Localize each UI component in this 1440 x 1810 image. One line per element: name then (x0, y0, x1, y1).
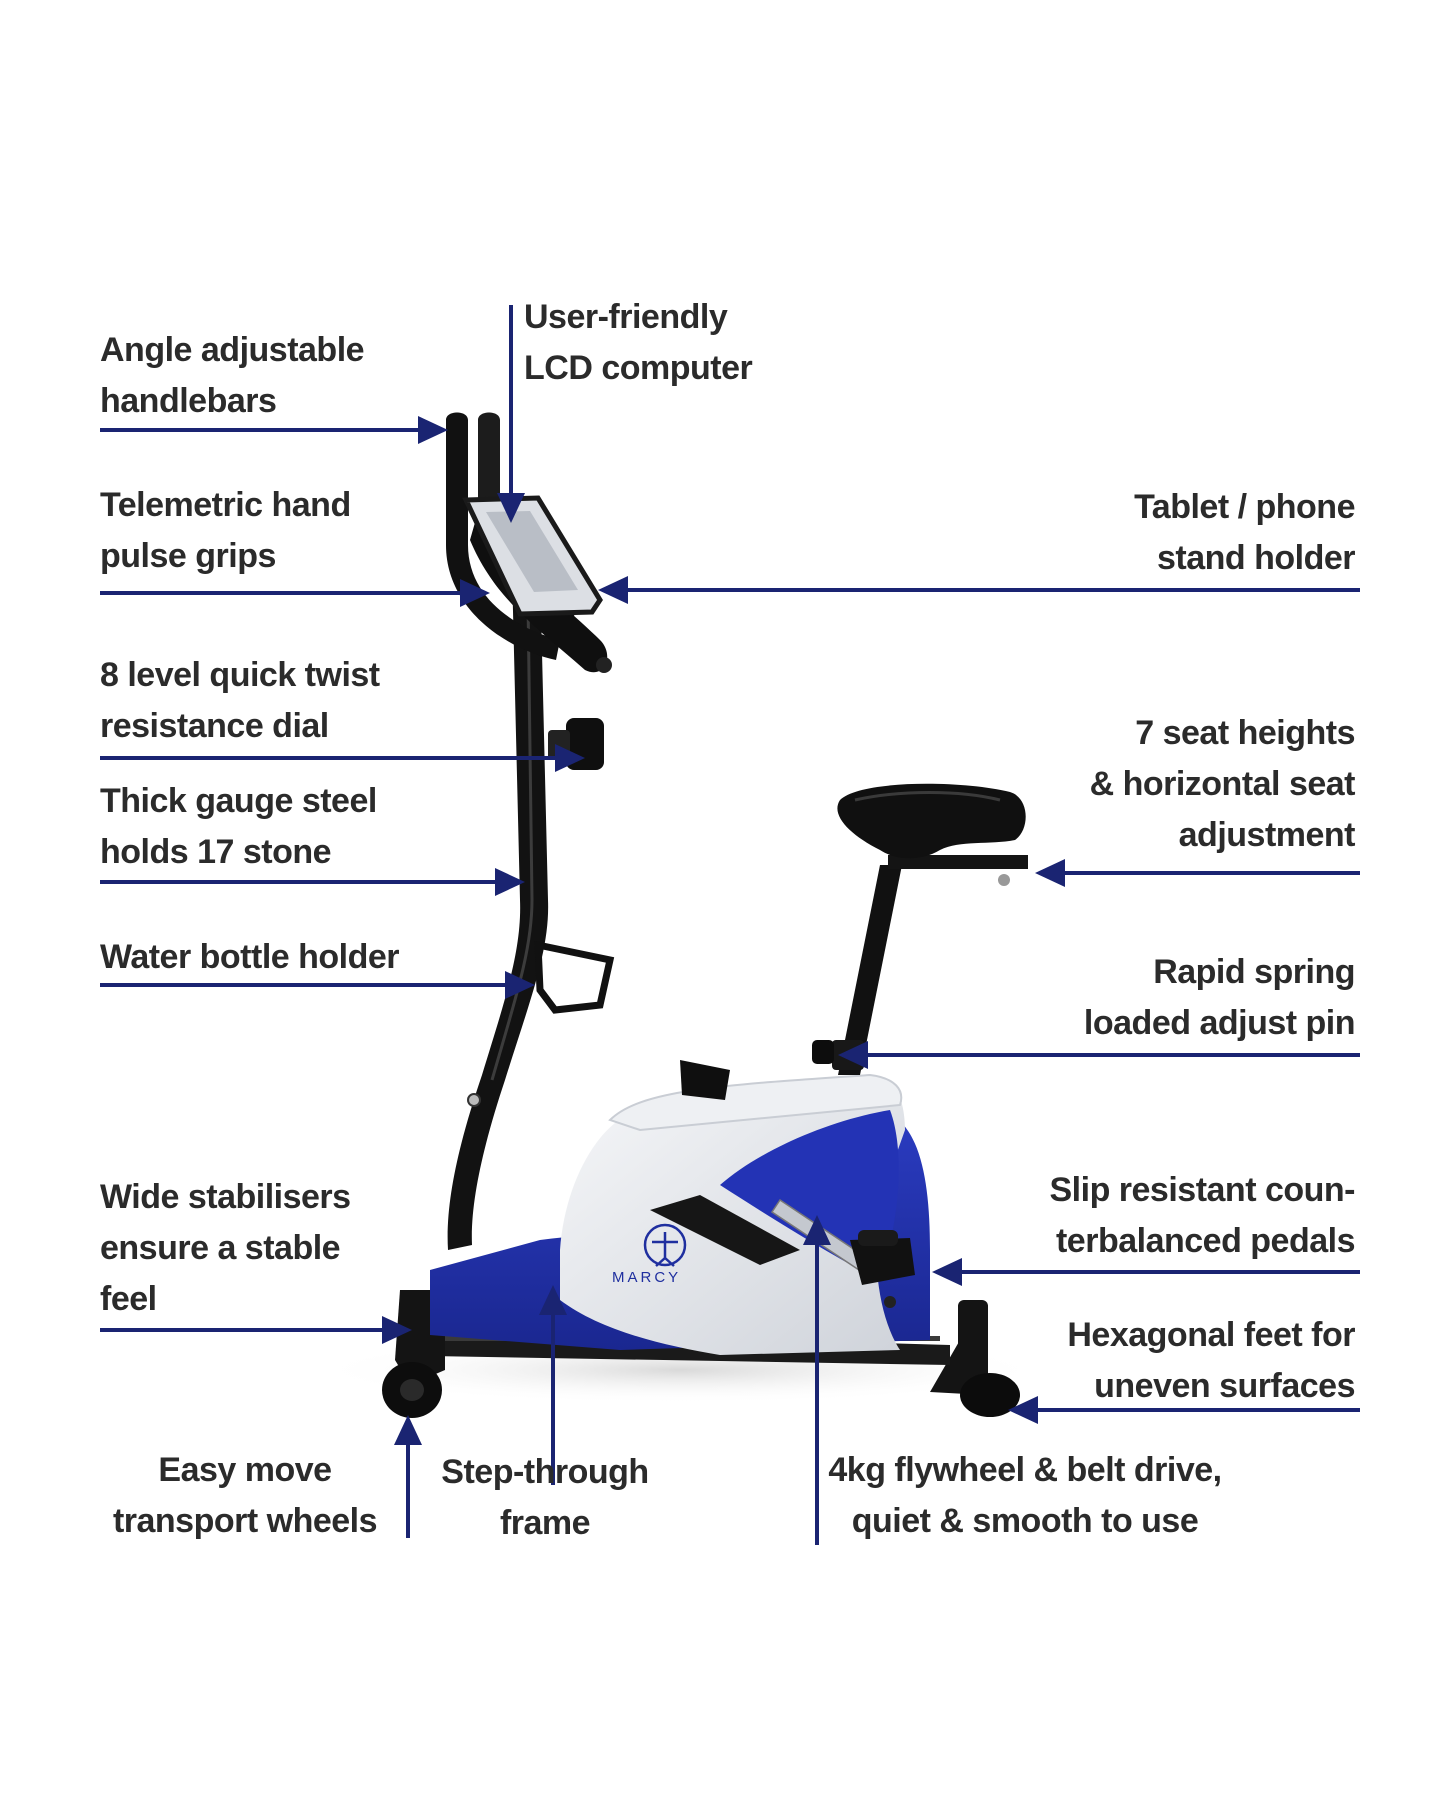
callout-pin-line-2: loaded adjust pin (1083, 1004, 1356, 1042)
hexagonal-foot (960, 1373, 1020, 1417)
callout-stabilisers: Wide stabilisers ensure a stable feel (100, 1172, 351, 1325)
callout-pulse-line-2: pulse grips (100, 537, 276, 575)
callout-stabilisers-line-2: ensure a stable (100, 1229, 341, 1267)
callout-resistance-dial: 8 level quick twist resistance dial (100, 650, 380, 752)
callout-adjust-pin: Rapid spring loaded adjust pin (1083, 947, 1356, 1049)
callout-pedals-line-2: terbalanced pedals (1055, 1222, 1356, 1260)
callout-dial-line-2: resistance dial (100, 707, 329, 745)
arrowhead-wheels (394, 1415, 422, 1445)
tablet-holder-knob (596, 657, 612, 673)
callout-wheels-line-1: Easy move (158, 1451, 332, 1489)
callout-handlebars-line-1: Angle adjustable (100, 331, 365, 369)
saddle-highlight (854, 791, 1001, 802)
callout-water-bottle: Water bottle holder (100, 932, 400, 983)
shroud-blue-panel (720, 1110, 899, 1280)
arrowhead-stabilisers (382, 1316, 412, 1344)
callout-dial-line-1: 8 level quick twist (100, 656, 380, 694)
upright-post (447, 570, 549, 1250)
frame-bolt (467, 1093, 481, 1107)
arrowhead-pedals (932, 1258, 962, 1286)
arrowhead-feet (1008, 1396, 1038, 1424)
pedal-strap (858, 1230, 898, 1246)
arrowhead-seat (1035, 859, 1065, 887)
callout-steel: Thick gauge steel holds 17 stone (100, 776, 377, 878)
callout-tablet-holder: Tablet / phone stand holder (1134, 482, 1355, 584)
lcd-screen (486, 511, 578, 592)
arrowhead-handlebars (418, 416, 448, 444)
arrowhead-steel (495, 868, 525, 896)
callout-handlebars-line-2: handlebars (100, 382, 277, 420)
saddle (837, 783, 1026, 859)
marcy-logo-text: MARCY (612, 1269, 681, 1286)
transport-wheel-hub (400, 1379, 424, 1401)
callout-lcd: User-friendly LCD computer (524, 292, 753, 394)
adjust-pin-knob (812, 1040, 834, 1064)
pedal-peg (884, 1296, 896, 1308)
callout-seat-line-1: 7 seat heights (1135, 714, 1355, 752)
pedal-near (850, 1238, 915, 1285)
arrowhead-pin (838, 1041, 868, 1069)
callout-flywheel-line-1: 4kg flywheel & belt drive, (828, 1451, 1222, 1489)
shroud-top-cap (608, 1073, 903, 1132)
callout-seat-adjustment: 7 seat heights & horizontal seat adjustm… (1089, 708, 1356, 861)
callout-steel-line-2: holds 17 stone (100, 833, 332, 871)
callout-pin-line-1: Rapid spring (1153, 953, 1355, 991)
callout-pulse-line-1: Telemetric hand (100, 486, 351, 524)
upright-post-highlight (490, 599, 534, 1081)
callout-frame-line-1: Step-through (441, 1453, 649, 1491)
seat-post (838, 865, 902, 1075)
seat-rail (888, 855, 1028, 869)
callout-stabilisers-line-3: feel (100, 1280, 157, 1318)
callout-feet-line-2: uneven surfaces (1094, 1367, 1355, 1405)
callout-feet-line-1: Hexagonal feet for (1067, 1316, 1355, 1354)
callout-lcd-line-2: LCD computer (524, 349, 753, 387)
arrowhead-flywheel (803, 1215, 831, 1245)
callout-stabilisers-line-1: Wide stabilisers (100, 1178, 351, 1216)
shroud-vent (650, 1195, 800, 1265)
callout-steel-line-1: Thick gauge steel (100, 782, 377, 820)
callout-transport-wheels: Easy move transport wheels (100, 1445, 390, 1547)
arrowhead-lcd (497, 493, 525, 523)
callout-handlebars: Angle adjustable handlebars (100, 325, 365, 427)
callout-seat-line-2: & horizontal seat (1089, 765, 1356, 803)
arrowhead-pulse (460, 579, 490, 607)
callout-flywheel: 4kg flywheel & belt drive, quiet & smoot… (820, 1445, 1230, 1547)
water-bottle-holder (534, 940, 615, 1014)
callout-hexagonal-feet: Hexagonal feet for uneven surfaces (1067, 1310, 1355, 1412)
callout-pulse-grips: Telemetric hand pulse grips (100, 480, 351, 582)
pedal-far (680, 1060, 730, 1100)
callout-tablet-line-1: Tablet / phone (1134, 488, 1355, 526)
seat-rail-knob (998, 874, 1010, 886)
callout-pedals: Slip resistant coun- terbalanced pedals (1050, 1165, 1356, 1267)
callout-step-through-frame: Step-through frame (420, 1447, 670, 1549)
arrowhead-tablet (598, 576, 628, 604)
marcy-logo-emblem (643, 1223, 687, 1267)
arrowhead-frame (539, 1285, 567, 1315)
arrowhead-dial (555, 744, 585, 772)
callout-bottle-line-1: Water bottle holder (100, 938, 400, 976)
callout-seat-line-3: adjustment (1178, 816, 1356, 854)
callout-wheels-line-2: transport wheels (112, 1502, 378, 1540)
callout-lcd-line-1: User-friendly (524, 298, 728, 336)
callout-flywheel-line-2: quiet & smooth to use (851, 1502, 1199, 1540)
callout-pedals-line-1: Slip resistant coun- (1049, 1171, 1356, 1209)
arrowhead-bottle (505, 971, 535, 999)
marcy-logo-figure (652, 1232, 678, 1267)
rear-stabiliser-leg (958, 1300, 988, 1395)
callout-frame-line-2: frame (499, 1504, 591, 1542)
callout-tablet-line-2: stand holder (1156, 539, 1356, 577)
